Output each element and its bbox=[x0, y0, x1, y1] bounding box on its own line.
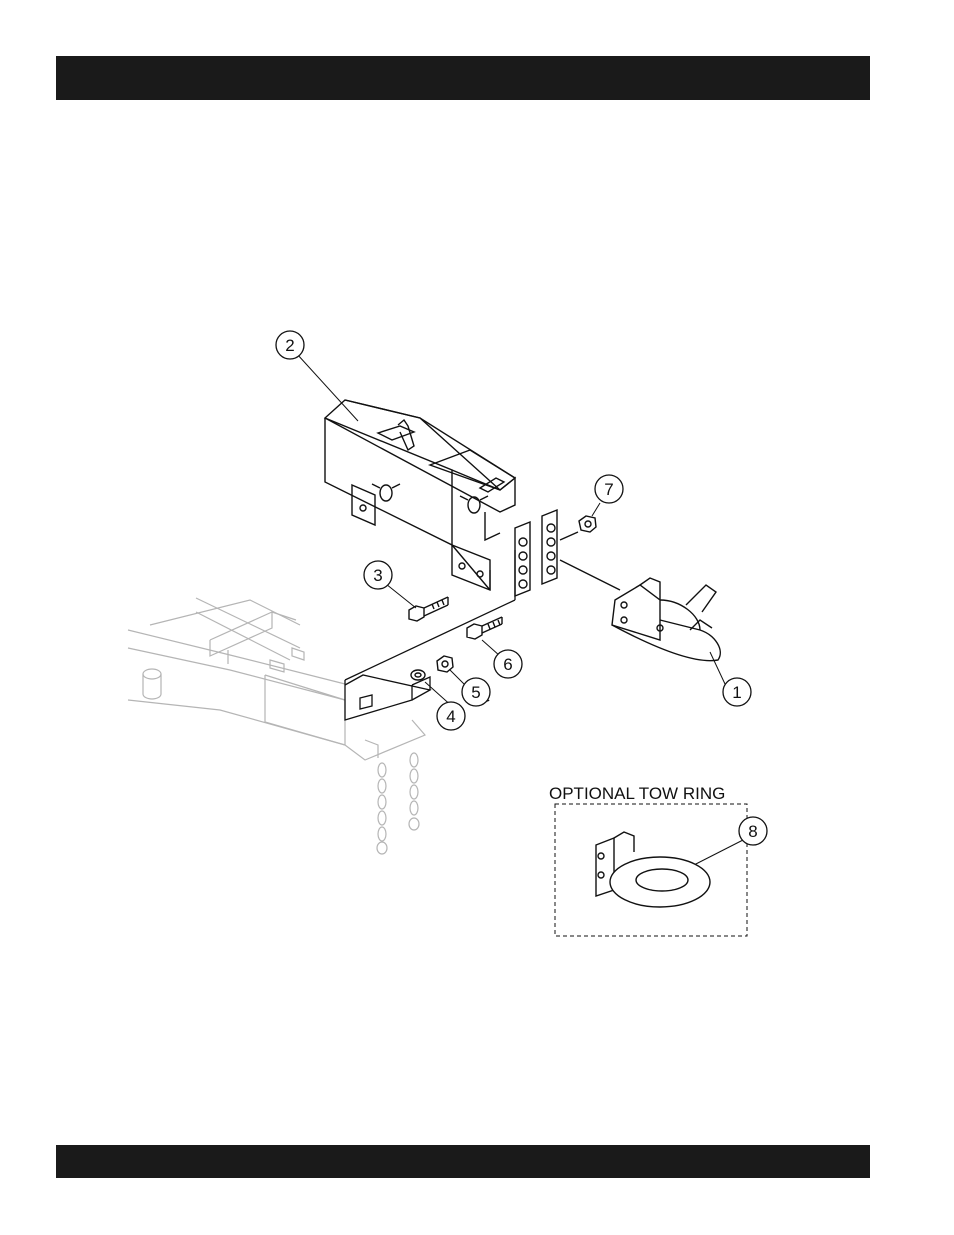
svg-text:5: 5 bbox=[471, 683, 480, 702]
svg-text:8: 8 bbox=[748, 822, 757, 841]
lock-nut-7 bbox=[579, 516, 596, 532]
svg-text:7: 7 bbox=[604, 480, 613, 499]
callout-6: 6 bbox=[494, 650, 522, 678]
callout-2: 2 bbox=[276, 331, 304, 359]
callout-5: 5 bbox=[462, 678, 490, 706]
svg-text:4: 4 bbox=[446, 707, 455, 726]
tow-ring-8 bbox=[596, 832, 710, 907]
svg-text:3: 3 bbox=[373, 566, 382, 585]
callout-8: 8 bbox=[739, 817, 767, 845]
optional-tow-ring-box: OPTIONAL TOW RING 8 bbox=[549, 784, 767, 936]
callout-4: 4 bbox=[437, 702, 465, 730]
trailer-frame bbox=[128, 598, 425, 854]
washer-4 bbox=[411, 670, 425, 680]
svg-text:6: 6 bbox=[503, 655, 512, 674]
adjustment-plates bbox=[515, 510, 620, 596]
coupler-1 bbox=[612, 578, 720, 661]
callout-7: 7 bbox=[595, 475, 623, 503]
optional-tow-ring-label: OPTIONAL TOW RING bbox=[549, 784, 725, 803]
bolt-3 bbox=[409, 597, 448, 621]
svg-text:1: 1 bbox=[732, 683, 741, 702]
svg-text:2: 2 bbox=[285, 336, 294, 355]
nut-5 bbox=[437, 656, 453, 672]
hitch-beam bbox=[325, 400, 515, 590]
callout-1: 1 bbox=[723, 678, 751, 706]
safety-chains bbox=[377, 753, 419, 854]
callout-3: 3 bbox=[364, 561, 392, 589]
